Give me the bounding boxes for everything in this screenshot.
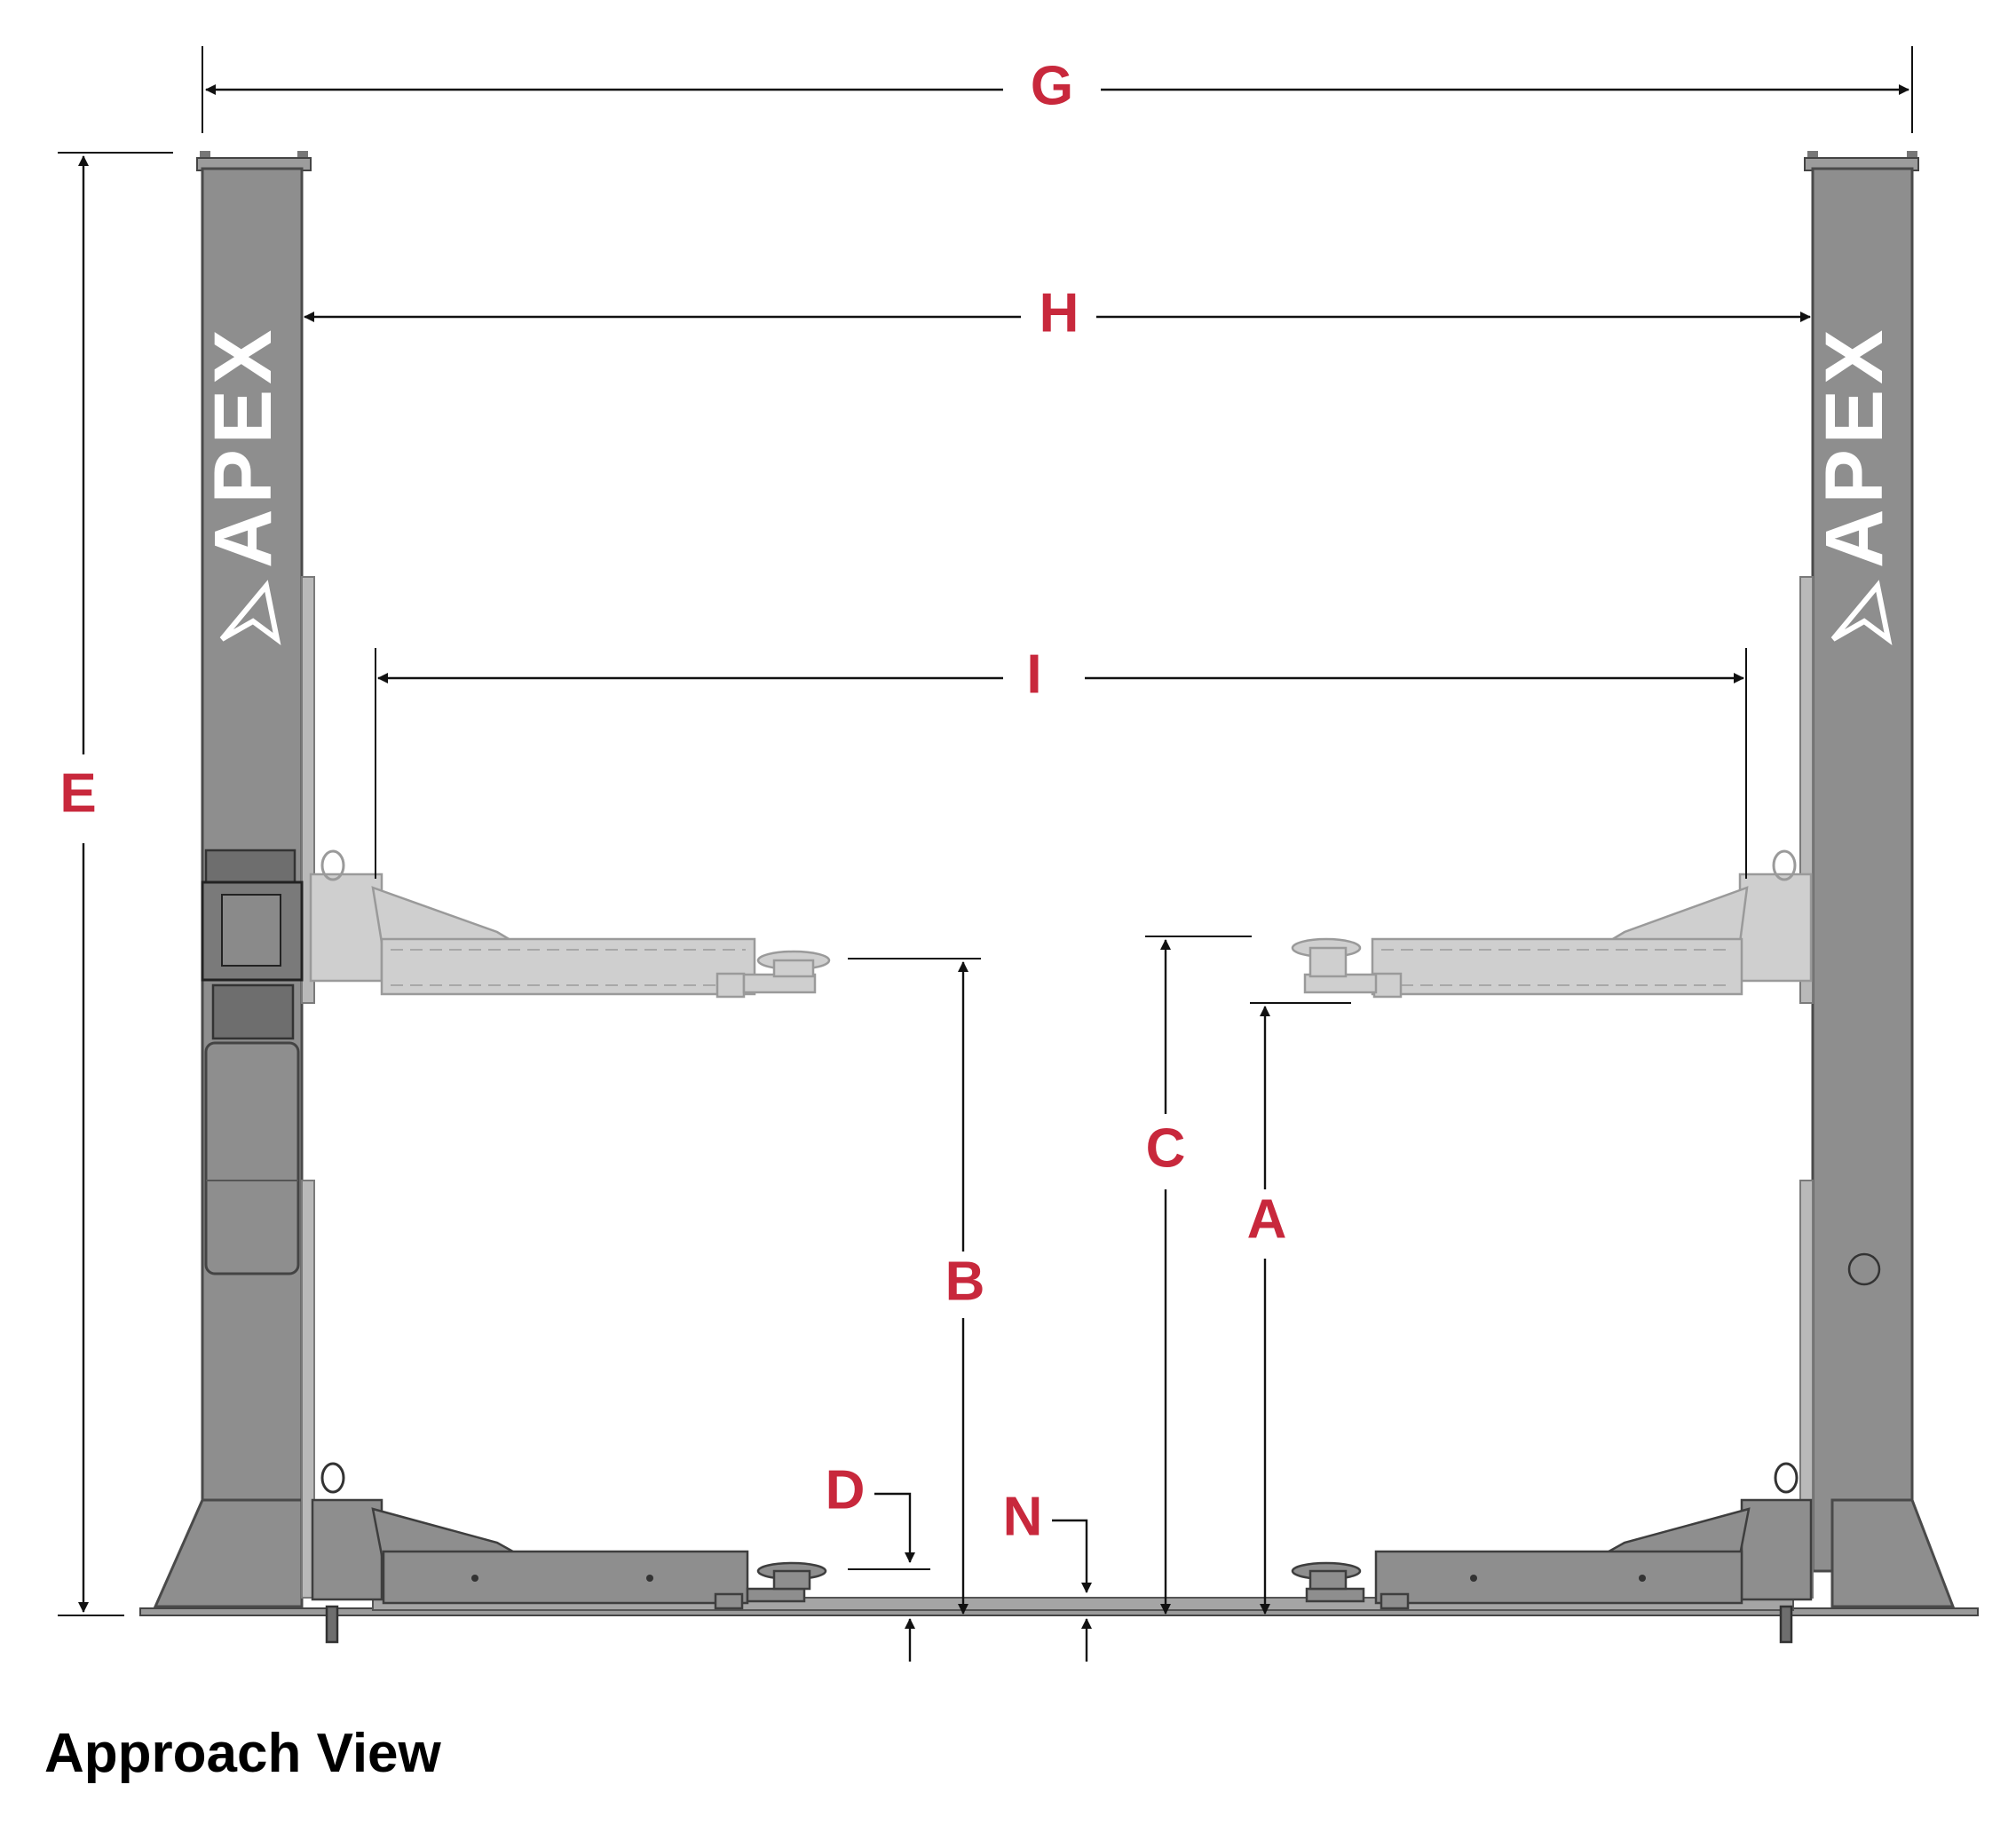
- svg-text:G: G: [1031, 55, 1073, 116]
- svg-text:H: H: [1040, 282, 1079, 344]
- svg-text:B: B: [945, 1251, 985, 1312]
- dimension-h: H: [304, 282, 1811, 344]
- apex-mark-icon: [1830, 580, 1893, 646]
- svg-text:I: I: [1026, 644, 1041, 705]
- svg-text:C: C: [1146, 1117, 1186, 1179]
- lowered-arm-left: [311, 1462, 827, 1644]
- apex-logo-right: APEX: [1809, 324, 1900, 568]
- dimension-c: C: [1145, 936, 1252, 1615]
- dimension-g: G: [202, 46, 1913, 133]
- raised-arm-left: [309, 849, 831, 999]
- dimension-i: I: [375, 644, 1747, 879]
- svg-text:E: E: [59, 762, 96, 824]
- caption-approach-view: Approach View: [44, 1723, 441, 1784]
- apex-logo-left: APEX: [198, 324, 289, 568]
- raised-arm-right: [1291, 849, 1813, 999]
- svg-text:N: N: [1003, 1486, 1043, 1547]
- dimension-e: E: [58, 152, 173, 1616]
- apex-mark-icon: [219, 580, 281, 646]
- svg-text:APEX: APEX: [1809, 324, 1900, 568]
- svg-text:A: A: [1247, 1188, 1287, 1250]
- lowered-arm-right: [1291, 1462, 1813, 1644]
- dimension-d: D: [826, 1459, 930, 1662]
- dimension-n: N: [1003, 1486, 1092, 1662]
- dimension-a: A: [1247, 1002, 1351, 1615]
- svg-text:APEX: APEX: [198, 324, 289, 568]
- svg-text:D: D: [826, 1459, 866, 1520]
- dimension-b: B: [848, 958, 985, 1615]
- power-unit: [201, 849, 304, 1275]
- right-post: [1799, 151, 1956, 1608]
